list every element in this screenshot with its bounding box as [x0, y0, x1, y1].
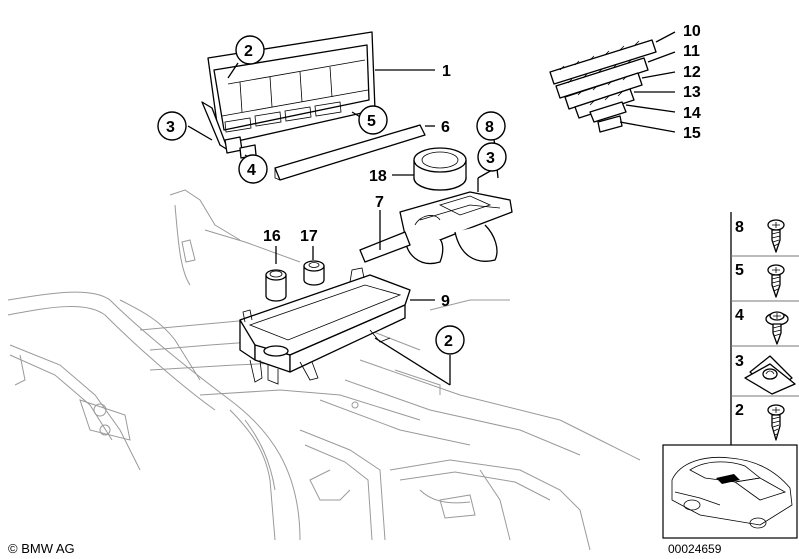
legend-label-4: 4: [735, 307, 744, 324]
callout-7[interactable]: 7: [375, 194, 384, 211]
screw-icon: [767, 264, 785, 298]
legend-label-8: 8: [735, 219, 744, 236]
callout-16[interactable]: 16: [263, 228, 281, 245]
legend-label-2: 2: [735, 402, 744, 419]
leader-lines: [187, 31, 676, 386]
plug-part-16: [265, 269, 287, 302]
callout-3a[interactable]: 3: [166, 119, 175, 136]
screw-icon: [767, 404, 785, 441]
callout-15[interactable]: 15: [683, 125, 701, 142]
legend-label-3: 3: [735, 353, 744, 370]
screw-legend: 8 5 4 3: [730, 212, 799, 445]
callout-circle-2a: [235, 35, 265, 65]
callout-3b[interactable]: 3: [486, 150, 495, 167]
callout-circle-3a: [157, 111, 187, 141]
callout-9[interactable]: 9: [441, 293, 450, 310]
callout-5[interactable]: 5: [367, 113, 376, 130]
legend-label-5: 5: [735, 262, 744, 279]
callout-circle-4: [238, 154, 268, 184]
callout-circle-3b: [477, 142, 507, 172]
callout-18[interactable]: 18: [369, 168, 387, 185]
trim-panel-part-1: [201, 31, 376, 159]
callout-8[interactable]: 8: [485, 119, 494, 136]
plug-part-17: [303, 260, 325, 286]
vehicle-locator-thumbnail: [662, 444, 798, 539]
callout-circle-5: [358, 105, 388, 135]
tray-part-9: [239, 267, 411, 385]
copyright-text: © BMW AG: [8, 541, 75, 556]
callout-14[interactable]: 14: [683, 105, 701, 122]
callout-4[interactable]: 4: [247, 162, 256, 179]
callout-circle-8: [476, 111, 506, 141]
screw-icon: [767, 219, 785, 253]
callout-17[interactable]: 17: [300, 228, 318, 245]
callout-10[interactable]: 10: [683, 23, 701, 40]
callout-6[interactable]: 6: [441, 119, 450, 136]
clip-nut-icon: [744, 355, 796, 395]
diagram-code: 00024659: [668, 542, 722, 556]
callout-1[interactable]: 1: [442, 63, 451, 80]
callout-11[interactable]: 11: [683, 43, 700, 60]
callout-13[interactable]: 13: [683, 84, 701, 101]
label-stack-parts-10-15: [549, 39, 657, 133]
callout-2b[interactable]: 2: [444, 333, 453, 350]
callout-2a[interactable]: 2: [244, 43, 253, 60]
car-icon: [671, 456, 793, 529]
collar-screw-icon: [765, 311, 789, 345]
ring-part-18: [413, 147, 467, 191]
callout-12[interactable]: 12: [683, 64, 701, 81]
callout-circle-2b: [435, 325, 465, 355]
center-console-outline: [7, 189, 641, 551]
callouts: 1 2 3 4 5 6 8 3 18 7 16 17 9 2 10 11 12 …: [157, 23, 701, 355]
cupholder-part-7: [359, 191, 513, 265]
trim-strip-part-6: [274, 124, 426, 181]
